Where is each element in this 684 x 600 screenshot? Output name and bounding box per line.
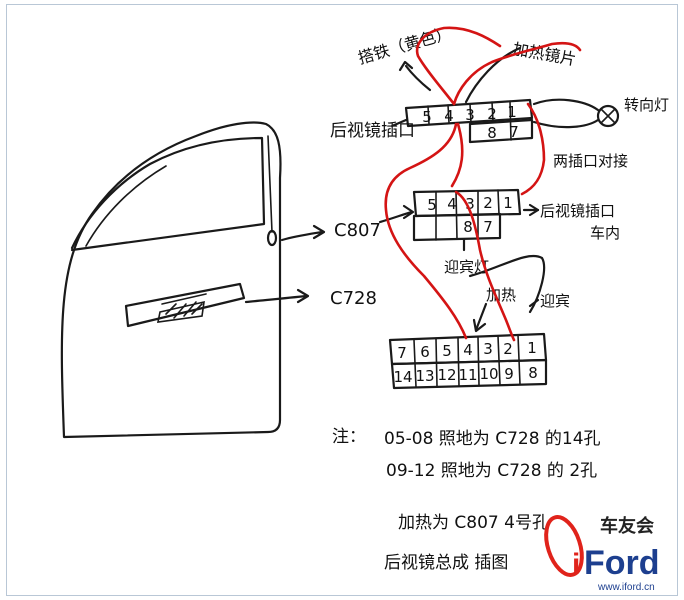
c728-label: C728 <box>330 288 377 309</box>
mid-pin-8: 8 <box>463 218 473 236</box>
mid-pin-7: 7 <box>483 218 493 236</box>
c807-label: C807 <box>334 220 381 241</box>
c728-pin-8: 8 <box>528 364 538 382</box>
c728-pin-14: 14 <box>393 368 412 386</box>
red-wiring-marks <box>384 26 582 342</box>
c728-connector: 7 6 5 4 3 2 1 14 13 12 11 10 9 8 <box>388 332 548 390</box>
logo-prefix: i <box>572 548 580 581</box>
heat-label: 加热 <box>486 286 516 304</box>
mid-connector: 5 4 3 2 1 8 7 <box>412 188 522 242</box>
top-pin-3: 3 <box>465 106 475 124</box>
c728-pin-7: 7 <box>397 344 407 362</box>
c728-pin-3: 3 <box>483 340 493 358</box>
c728-pin-12: 12 <box>437 366 456 384</box>
two-plugs-label: 两插口对接 <box>553 152 628 170</box>
c728-pin-9: 9 <box>504 365 514 383</box>
top-pin-2: 2 <box>487 105 497 123</box>
mid-pin-5: 5 <box>427 196 437 214</box>
top-pin-5: 5 <box>422 108 432 126</box>
top-pin-4: 4 <box>444 107 454 125</box>
top-connector: 5 4 3 2 1 8 7 <box>404 98 534 144</box>
top-pin-7: 7 <box>509 123 519 141</box>
note-line-2: 09-12 照地为 C728 的 2孔 <box>386 461 597 481</box>
mid-pin-2: 2 <box>483 194 493 212</box>
mirror-inside-label: 后视镜插口 <box>540 202 615 220</box>
logo-club-text: 车友会 <box>600 515 654 536</box>
note-prefix: 注： <box>332 427 366 447</box>
mid-pin-4: 4 <box>447 195 457 213</box>
note-line-3: 加热为 C807 4号孔 <box>398 513 549 533</box>
c728-pin-10: 10 <box>479 365 498 383</box>
mid-pin-1: 1 <box>503 194 513 212</box>
car-door-sketch <box>60 121 282 439</box>
door-arrows <box>244 224 326 304</box>
c728-pin-6: 6 <box>420 343 430 361</box>
iford-logo: 车友会 i Ford www.iford.cn <box>544 515 660 593</box>
welcome-label: 迎宾 <box>540 292 570 310</box>
c728-pin-2: 2 <box>503 340 513 358</box>
top-pin-8: 8 <box>487 124 497 142</box>
c728-pin-11: 11 <box>458 366 477 384</box>
c728-pin-4: 4 <box>463 341 473 359</box>
note-line-1: 05-08 照地为 C728 的14孔 <box>384 429 601 449</box>
logo-site: www.iford.cn <box>597 582 655 593</box>
logo-brand: Ford <box>584 544 660 582</box>
c728-pin-5: 5 <box>442 342 452 360</box>
turn-lamp-label: 转向灯 <box>624 96 669 114</box>
note-line-4: 后视镜总成 插图 <box>384 553 508 573</box>
mirror-connector-label: 后视镜插口 <box>330 121 415 141</box>
c728-pin-13: 13 <box>415 367 434 385</box>
c728-pin-1: 1 <box>527 339 537 357</box>
mid-pin-3: 3 <box>465 195 475 213</box>
notes: 注： 05-08 照地为 C728 的14孔 09-12 照地为 C728 的 … <box>332 427 601 573</box>
top-pin-1: 1 <box>507 103 517 121</box>
inside-car-label: 车内 <box>590 224 620 242</box>
puddle-lamp-label: 迎宾灯 <box>444 258 489 276</box>
